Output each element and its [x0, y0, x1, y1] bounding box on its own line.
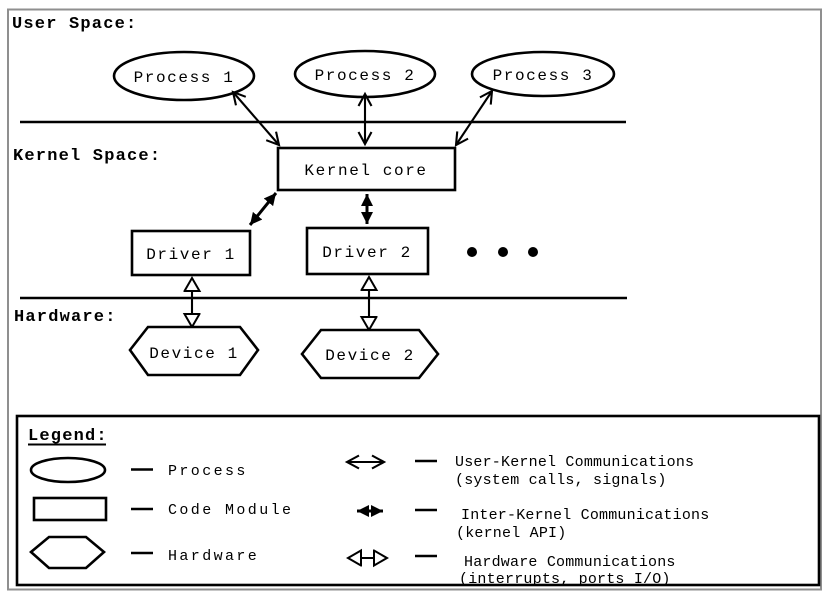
legend-hardware-comm-label: Hardware Communications: [464, 554, 676, 571]
legend-hardware-shape: [29, 535, 106, 570]
device-2-label: Device 2: [325, 347, 415, 365]
legend-code-module-label: Code Module: [168, 502, 293, 519]
kernelcore-driver1-arrow: [248, 192, 278, 226]
legend-code-module-shape: [32, 496, 108, 522]
legend-user-kernel-sublabel: (system calls, signals): [455, 472, 667, 489]
legend-process-shape: [29, 456, 107, 484]
legend-inter-kernel-label: Inter-Kernel Communications: [461, 507, 709, 524]
device-1-node: [128, 325, 260, 377]
legend-title: Legend:: [28, 427, 108, 446]
process-3-node: [470, 50, 616, 98]
kernel-space-label: Kernel Space:: [13, 147, 161, 166]
legend-hardware-label: Hardware: [168, 548, 259, 565]
driver-1-label: Driver 1: [146, 246, 236, 264]
legend-box: [15, 414, 821, 587]
device-2-node: [300, 328, 440, 380]
process-3-label: Process 3: [493, 67, 594, 85]
kernel-core-label: Kernel core: [304, 162, 427, 180]
legend-inter-kernel-sublabel: (kernel API): [456, 525, 566, 542]
legend-user-kernel-label: User-Kernel Communications: [455, 454, 694, 471]
legend-process-label: Process: [168, 463, 248, 480]
kernel-core-node: [276, 146, 457, 192]
process-1-node: [112, 50, 256, 102]
hardware-label: Hardware:: [14, 308, 117, 327]
process-1-label: Process 1: [134, 69, 235, 87]
driver-2-node: [305, 226, 430, 276]
more-drivers-ellipsis: [467, 247, 538, 257]
process3-kernelcore-arrow: [454, 89, 494, 147]
legend-hardware-comm-sublabel: (interrupts, ports I/O): [459, 571, 671, 588]
diagram-outer-frame: [7, 8, 822, 591]
device-1-label: Device 1: [149, 345, 239, 363]
user-space-label: User Space:: [12, 15, 137, 34]
process1-kernelcore-arrow: [231, 90, 281, 147]
driver-2-label: Driver 2: [322, 244, 412, 262]
process-2-label: Process 2: [315, 67, 416, 85]
driver-1-node: [130, 229, 252, 277]
